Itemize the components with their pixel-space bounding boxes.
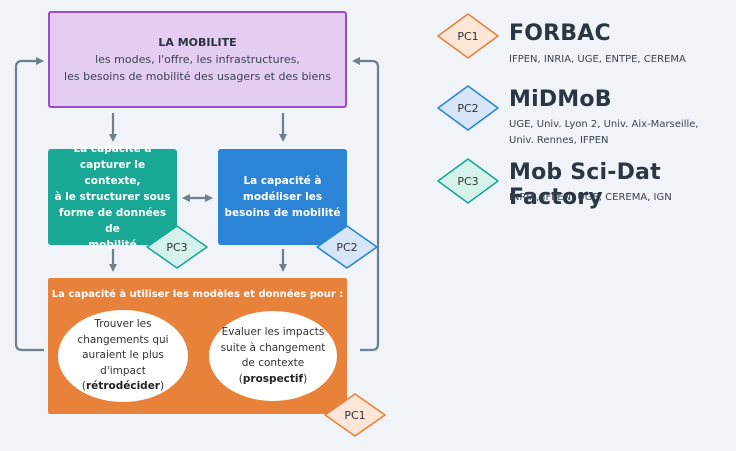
ellipse-line: de contexte <box>241 357 305 369</box>
badge-label: PC2 <box>336 240 358 254</box>
ellipse-retrodecider: Trouver les changements qui auraient le … <box>58 310 188 402</box>
usage-box: La capacité à utiliser les modèles et do… <box>48 278 347 414</box>
feedback-arrow-right <box>352 57 380 352</box>
badge-label: PC1 <box>344 408 366 422</box>
feedback-arrow-left <box>14 57 44 352</box>
legend-partners-forbac: IFPEN, INRIA, UGE, ENTPE, CEREMA <box>509 52 686 68</box>
badge-pc3-diagram: PC3 <box>145 224 209 270</box>
paren-close: ) <box>160 380 165 393</box>
ellipse-line: changements qui <box>77 333 169 346</box>
ellipse-line: suite à changement <box>220 341 326 354</box>
partners-line: IFPEN, INRIA, UGE, ENTPE, CEREMA <box>509 54 686 65</box>
diamond-shape-icon <box>316 225 378 269</box>
capture-box: La capacité à capturer le contexte, à le… <box>48 143 177 251</box>
paren-open: ( <box>81 380 86 393</box>
ellipse-line: d'impact <box>100 364 146 377</box>
mobilite-title: LA MOBILITE <box>158 36 237 49</box>
badge-label: PC3 <box>457 174 479 188</box>
paren-close: ) <box>303 372 308 385</box>
modelise-box: La capacité à modéliser les besoins de m… <box>218 149 347 245</box>
ellipse-keyword-line: (prospectif) <box>239 372 307 388</box>
capture-line: La capacité à <box>73 143 152 155</box>
diamond-shape-icon <box>437 158 499 204</box>
keyword-prospectif: prospectif <box>242 372 304 385</box>
legend-partners-mob-sci-dat: INRIA, IFPEN, UGE, CEREMA, IGN <box>509 190 672 206</box>
partners-line: Univ. Rennes, IFPEN <box>509 135 609 146</box>
legend-title-mob-sci-dat: Mob Sci-Dat Factory <box>509 160 661 210</box>
ellipse-line: Evaluer les impacts <box>221 326 325 338</box>
partners-line: INRIA, IFPEN, UGE, CEREMA, IGN <box>509 192 672 203</box>
diamond-shape-icon <box>437 13 499 59</box>
diamond-shape-icon <box>324 393 386 437</box>
badge-label: PC2 <box>457 101 479 115</box>
capture-line: capturer le contexte, <box>79 159 146 187</box>
diamond-shape-icon <box>146 225 208 269</box>
ellipse-prospectif: Evaluer les impacts suite à changement d… <box>209 311 337 401</box>
keyword-retrodecider: rétrodécider <box>86 380 160 393</box>
legend-badge-pc2: PC2 <box>436 84 500 132</box>
badge-label: PC1 <box>457 29 479 43</box>
modelise-line: modéliser les <box>242 191 323 203</box>
legend-badge-pc3: PC3 <box>436 157 500 205</box>
mobilite-box: LA MOBILITE les modes, l'offre, les infr… <box>48 11 347 108</box>
mobilite-line-1: les modes, l'offre, les infrastructures, <box>95 53 300 66</box>
partners-line: UGE, Univ. Lyon 2, Univ. Aix-Marseille, <box>509 119 699 130</box>
capture-line: à le structurer sous <box>54 191 171 203</box>
modelise-line: La capacité à <box>243 175 322 187</box>
legend-title-forbac: FORBAC <box>509 21 611 46</box>
legend-badge-pc1: PC1 <box>436 12 500 60</box>
legend-partners-midmob: UGE, Univ. Lyon 2, Univ. Aix-Marseille, … <box>509 117 699 149</box>
diamond-shape-icon <box>437 85 499 131</box>
badge-label: PC3 <box>166 240 188 254</box>
badge-pc1-diagram: PC1 <box>323 392 387 438</box>
ellipse-line: auraient le plus <box>82 349 164 362</box>
legend-title-midmob: MiDMoB <box>509 87 612 112</box>
paren-open: ( <box>238 372 243 385</box>
mobilite-line-2: les besoins de mobilité des usagers et d… <box>64 70 331 83</box>
badge-pc2-diagram: PC2 <box>315 224 379 270</box>
usage-header: La capacité à utiliser les modèles et do… <box>51 289 344 300</box>
ellipse-keyword-line: (rétrodécider) <box>82 379 164 395</box>
capture-line: forme de données de <box>58 207 167 235</box>
modelise-line: besoins de mobilité <box>224 207 341 219</box>
capture-line: mobilité <box>88 239 137 251</box>
ellipse-line: Trouver les <box>94 318 152 331</box>
